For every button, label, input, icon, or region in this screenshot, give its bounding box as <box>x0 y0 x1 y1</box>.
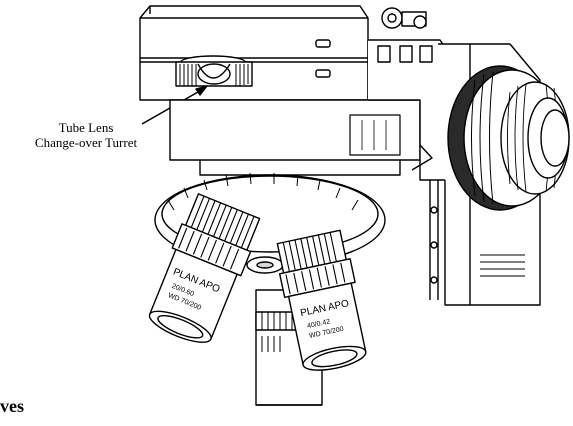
top-screws <box>377 7 433 63</box>
main-body <box>169 39 461 181</box>
tube-lens-turret-knob <box>175 55 253 87</box>
callout-line-2: Change-over Turret <box>34 135 138 150</box>
section-heading: ves <box>0 396 24 416</box>
left-objective: PLAN APO 20/0.60 WD 70/200 <box>148 193 261 343</box>
right-objective: PLAN APO 40/0.42 WD 70/200 <box>276 229 367 371</box>
focus-knob <box>447 65 570 211</box>
right-objective-spec-1: 40/0.42 <box>307 318 331 330</box>
callout-line-1: Tube Lens <box>58 120 114 135</box>
upper-housing <box>139 5 369 101</box>
tube-lens-callout: Tube Lens Change-over Turret <box>2 120 170 150</box>
